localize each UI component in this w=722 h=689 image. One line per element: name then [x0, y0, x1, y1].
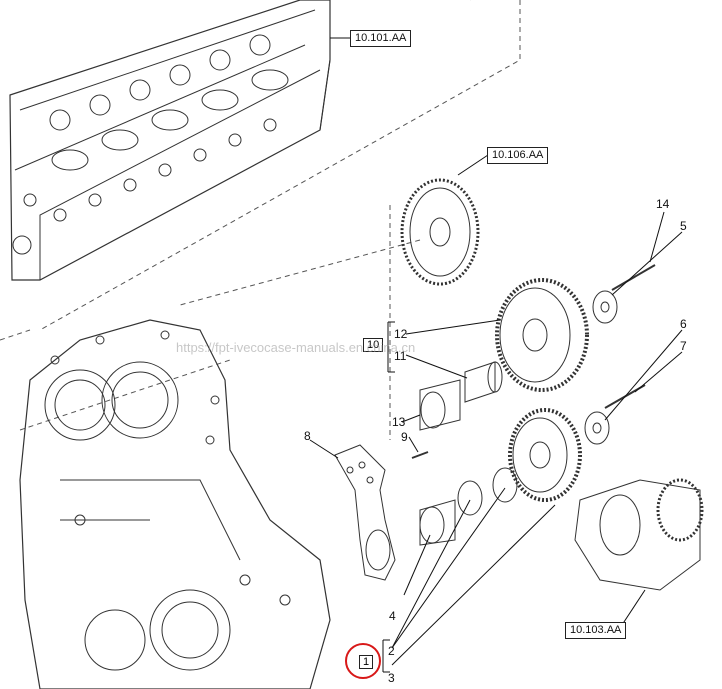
timing-cover-drawing [19, 319, 331, 689]
highlight-circle [345, 643, 381, 679]
bushing-2a-drawing [457, 480, 483, 516]
callout-3: 3 [388, 671, 395, 685]
callout-8: 8 [304, 429, 311, 443]
pin-13-drawing [419, 379, 461, 431]
bolt-9-drawing [411, 451, 429, 459]
bushing-2b-drawing [492, 467, 518, 503]
callout-6: 6 [680, 317, 687, 331]
watermark-text: https://fpt-ivecocase-manuals.en.china.c… [176, 340, 416, 355]
callout-14: 14 [656, 197, 670, 211]
drive-gear-drawing [400, 178, 480, 286]
callout-5: 5 [680, 219, 687, 233]
callout-2: 2 [388, 644, 395, 658]
washer-6-drawing [584, 411, 610, 445]
crankshaft-drawing [574, 478, 704, 591]
callout-13: 13 [392, 415, 406, 429]
group-label-upper: 10 [363, 338, 384, 352]
callout-7: 7 [680, 339, 687, 353]
ref-drive-gear[interactable]: 10.106.AA [487, 147, 549, 164]
lower-idler-gear-drawing [508, 408, 582, 502]
bracket-8-drawing [334, 444, 396, 581]
callout-4: 4 [389, 609, 396, 623]
callout-9: 9 [401, 430, 408, 444]
bolt-14-drawing [611, 264, 656, 291]
callout-12: 12 [394, 327, 408, 341]
ref-cylinder-head[interactable]: 10.101.AA [350, 30, 412, 47]
bushing-11-drawing [464, 361, 496, 403]
ref-crankshaft[interactable]: 10.103.AA [565, 622, 627, 639]
callout-11: 11 [394, 349, 407, 363]
upper-idler-gear-drawing [495, 278, 589, 392]
pin-4-drawing [419, 499, 456, 546]
washer-5-drawing [592, 290, 618, 324]
cylinder-head-drawing [9, 0, 331, 281]
